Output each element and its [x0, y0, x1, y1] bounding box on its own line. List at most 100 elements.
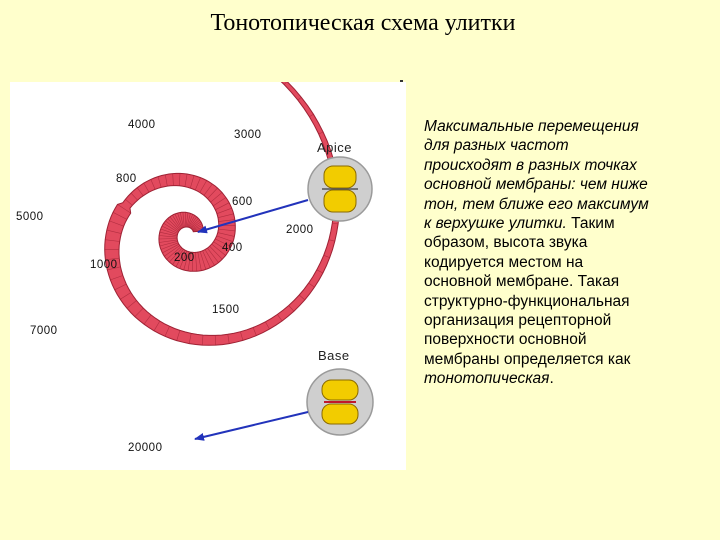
- description-line: образом, высота звука: [424, 233, 714, 252]
- cochlea-stripe: [215, 202, 230, 211]
- cochlea-stripe: [114, 283, 127, 291]
- cochlea-stripe: [159, 235, 178, 238]
- cochlea-stripe: [167, 218, 180, 231]
- cochlea-stripe: [163, 223, 179, 233]
- cochlea-stripe: [209, 245, 223, 260]
- cochlea-stripe: [180, 212, 184, 228]
- cochlea-stripe: [215, 238, 232, 247]
- description-fragment: поверхности основной: [424, 331, 587, 349]
- cochlea-stripe: [126, 300, 137, 309]
- cochlea-stripe: [202, 250, 211, 268]
- cochlea-stripe: [164, 245, 180, 257]
- description-line: структурно-функциональная: [424, 292, 714, 311]
- cochlea-stripe: [309, 113, 314, 117]
- apex-arrow: [197, 199, 309, 234]
- cochlea-stripe: [265, 321, 270, 330]
- description-text: Максимальные перемещения для разных часто…: [424, 117, 714, 389]
- description-fragment: структурно-функциональная: [424, 292, 630, 310]
- base-cross-section: [306, 368, 374, 436]
- cochlea-stripe: [207, 247, 219, 263]
- cochlea-stripe: [283, 82, 288, 85]
- description-fragment: образом, высота звука: [424, 234, 588, 252]
- cochlea-stripe: [191, 223, 202, 230]
- freq-label-2000: 2000: [286, 224, 314, 236]
- cochlea-stripe: [316, 269, 324, 274]
- cochlea-stripe: [105, 239, 120, 242]
- cochlea-stripe: [176, 330, 181, 341]
- description-line: мембраны определяется как: [424, 350, 714, 369]
- cochlea-stripe: [158, 238, 178, 240]
- description-fragment: .: [549, 370, 554, 388]
- cochlea-stripe: [240, 331, 244, 341]
- cochlea-stripe: [172, 249, 184, 265]
- description-fragment: Максимальные перемещения: [424, 118, 639, 135]
- cochlea-stripe: [112, 212, 128, 220]
- cochlea-stripe: [125, 199, 133, 206]
- freq-label-200: 200: [174, 252, 195, 264]
- description-line: организация рецепторной: [424, 311, 714, 330]
- description-line: тон, тем ближе его максимум: [424, 195, 714, 214]
- freq-label-20000: 20000: [128, 442, 163, 454]
- description-fragment: тонотопическая: [424, 370, 550, 388]
- cochlea-stripe: [169, 247, 183, 263]
- cochlea-stripe: [120, 292, 132, 300]
- cochlea-stripe: [182, 212, 185, 228]
- cochlea-stripe: [143, 314, 152, 325]
- cochlea-stripe: [153, 320, 161, 331]
- freq-label-400: 400: [222, 242, 243, 254]
- cochlea-stripe: [177, 213, 183, 229]
- figure-corner-mark: [400, 80, 403, 82]
- cochlea-spiral: [104, 82, 341, 346]
- cochlea-stripe: [197, 252, 202, 271]
- description-line: основной мембраны: чем ниже: [424, 175, 714, 194]
- description-line: Максимальные перемещения: [424, 117, 714, 136]
- cochlea-stripe: [172, 173, 174, 186]
- cochlea-stripe: [199, 180, 207, 193]
- cochlea-stripe: [162, 243, 180, 254]
- cochlea-stripe: [166, 246, 182, 260]
- cochlea-stripe: [308, 282, 315, 288]
- description-line: основной мембране. Такая: [424, 272, 714, 291]
- cochlea-stripe: [175, 250, 186, 267]
- cochlea-stripe: [194, 177, 201, 191]
- cochlea-stripe: [190, 175, 195, 189]
- cochlea-stripe: [195, 252, 198, 272]
- cochlea-stripe: [179, 173, 181, 186]
- cochlea-stripe: [184, 173, 188, 187]
- description-line: для разных частот: [424, 136, 714, 155]
- cochlea-stripe: [203, 183, 213, 196]
- description-fragment: организация рецепторной: [424, 312, 612, 330]
- cochlea-stripe: [165, 220, 179, 232]
- freq-label-1500: 1500: [212, 304, 240, 316]
- freq-label-3000: 3000: [234, 129, 262, 141]
- freq-label-800: 800: [116, 173, 137, 185]
- cochlea-stripe: [199, 251, 207, 270]
- cochlea-stripe: [190, 219, 200, 229]
- base-arrow: [194, 411, 309, 441]
- description-fragment: для разных частот: [424, 137, 569, 155]
- cochlea-stripe: [323, 255, 330, 258]
- cochlea-stripe: [213, 241, 229, 252]
- cochlea-stripe: [107, 266, 121, 271]
- cochlea-stripe: [143, 182, 150, 193]
- cochlea-stripe: [183, 251, 190, 271]
- cochlea-stripe: [159, 231, 178, 237]
- description-line: поверхности основной: [424, 330, 714, 349]
- cochlea-stripe: [328, 239, 335, 242]
- cochlea-stripe: [217, 213, 234, 218]
- description-fragment: основной мембране. Такая: [424, 273, 620, 291]
- description-fragment: к верхушке улитки.: [424, 215, 567, 233]
- freq-label-7000: 7000: [30, 325, 58, 337]
- description-fragment: мембраны определяется как: [424, 350, 631, 368]
- cochlea-stripe: [218, 219, 235, 222]
- cochlea-stripe: [201, 335, 204, 346]
- cochlea-stripe: [130, 192, 138, 201]
- cochlea-stripe: [169, 216, 181, 230]
- cochlea-stripe: [188, 216, 197, 228]
- cochlea-stripe: [325, 150, 331, 153]
- cochlea-stripe: [299, 294, 305, 301]
- freq-label-600: 600: [232, 196, 253, 208]
- description-fragment: основной мембраны: чем ниже: [424, 176, 648, 194]
- cochlea-stripe: [159, 239, 178, 243]
- cochlea-stripe: [188, 215, 196, 228]
